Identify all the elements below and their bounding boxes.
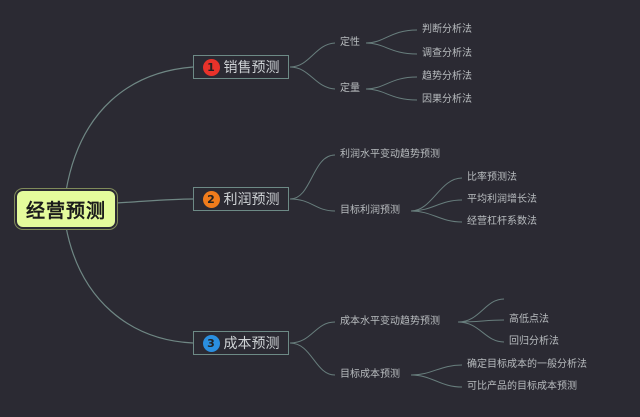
connector-root-branch3 [65,226,194,344]
connector-root-branch1 [65,66,194,192]
leaf-node: 经营杠杆系数法 [467,216,537,227]
connector-b3-trend [289,321,336,344]
leaf-node: 确定目标成本的一般分析法 [467,359,587,370]
number-badge-2: 2 [202,190,220,208]
root-label: 经营预测 [25,199,106,222]
root-node: 经营预测 [17,191,115,227]
connector-b3-target [289,342,336,376]
number-badge-3: 3 [202,334,220,352]
connector-root-branch2 [115,198,194,204]
leaf-node: 因果分析法 [422,94,472,105]
connector-dingxing-c1 [365,29,418,44]
leaf-node: 高低点法 [509,314,549,325]
branch-profit-forecast: 2 利润预测 [193,187,289,211]
node-dingxing: 定性 [340,37,360,48]
connector-dingliang-c2 [365,88,418,101]
connector-target-c3 [410,210,463,223]
leaf-node: 回归分析法 [509,336,559,347]
connector-cost-trend-c3 [457,321,505,343]
connector-b2-target [289,198,336,212]
connector-b1-dingliang [289,66,336,90]
branch-label: 成本预测 [223,336,280,352]
connector-cost-trend-c1 [457,298,505,323]
leaf-node: 调查分析法 [422,48,472,59]
connector-cost-target-c2 [410,374,463,388]
leaf-node: 判断分析法 [422,24,472,35]
leaf-node: 趋势分析法 [422,71,472,82]
branch-label: 销售预测 [223,60,280,76]
connector-target-c1 [410,177,463,212]
leaf-node: 比率预测法 [467,172,517,183]
node-dingliang: 定量 [340,83,360,94]
connector-b1-dingxing [289,42,336,68]
branch-cost-forecast: 3 成本预测 [193,331,289,355]
connector-cost-target-c1 [410,364,463,376]
node-target-cost: 目标成本预测 [340,369,400,380]
connector-dingliang-c1 [365,76,418,90]
node-cost-trend: 成本水平变动趋势预测 [340,316,440,327]
branch-sales-forecast: 1 销售预测 [193,55,289,79]
connector-b2-trend [289,154,336,200]
leaf-node: 平均利润增长法 [467,194,537,205]
branch-label: 利润预测 [223,192,280,208]
leaf-node: 可比产品的目标成本预测 [467,381,577,392]
node-profit-trend: 利润水平变动趋势预测 [340,149,440,160]
node-target-profit: 目标利润预测 [340,205,400,216]
number-badge-1: 1 [202,58,220,76]
connector-dingxing-c2 [365,42,418,55]
connector-target-c2 [410,199,463,212]
